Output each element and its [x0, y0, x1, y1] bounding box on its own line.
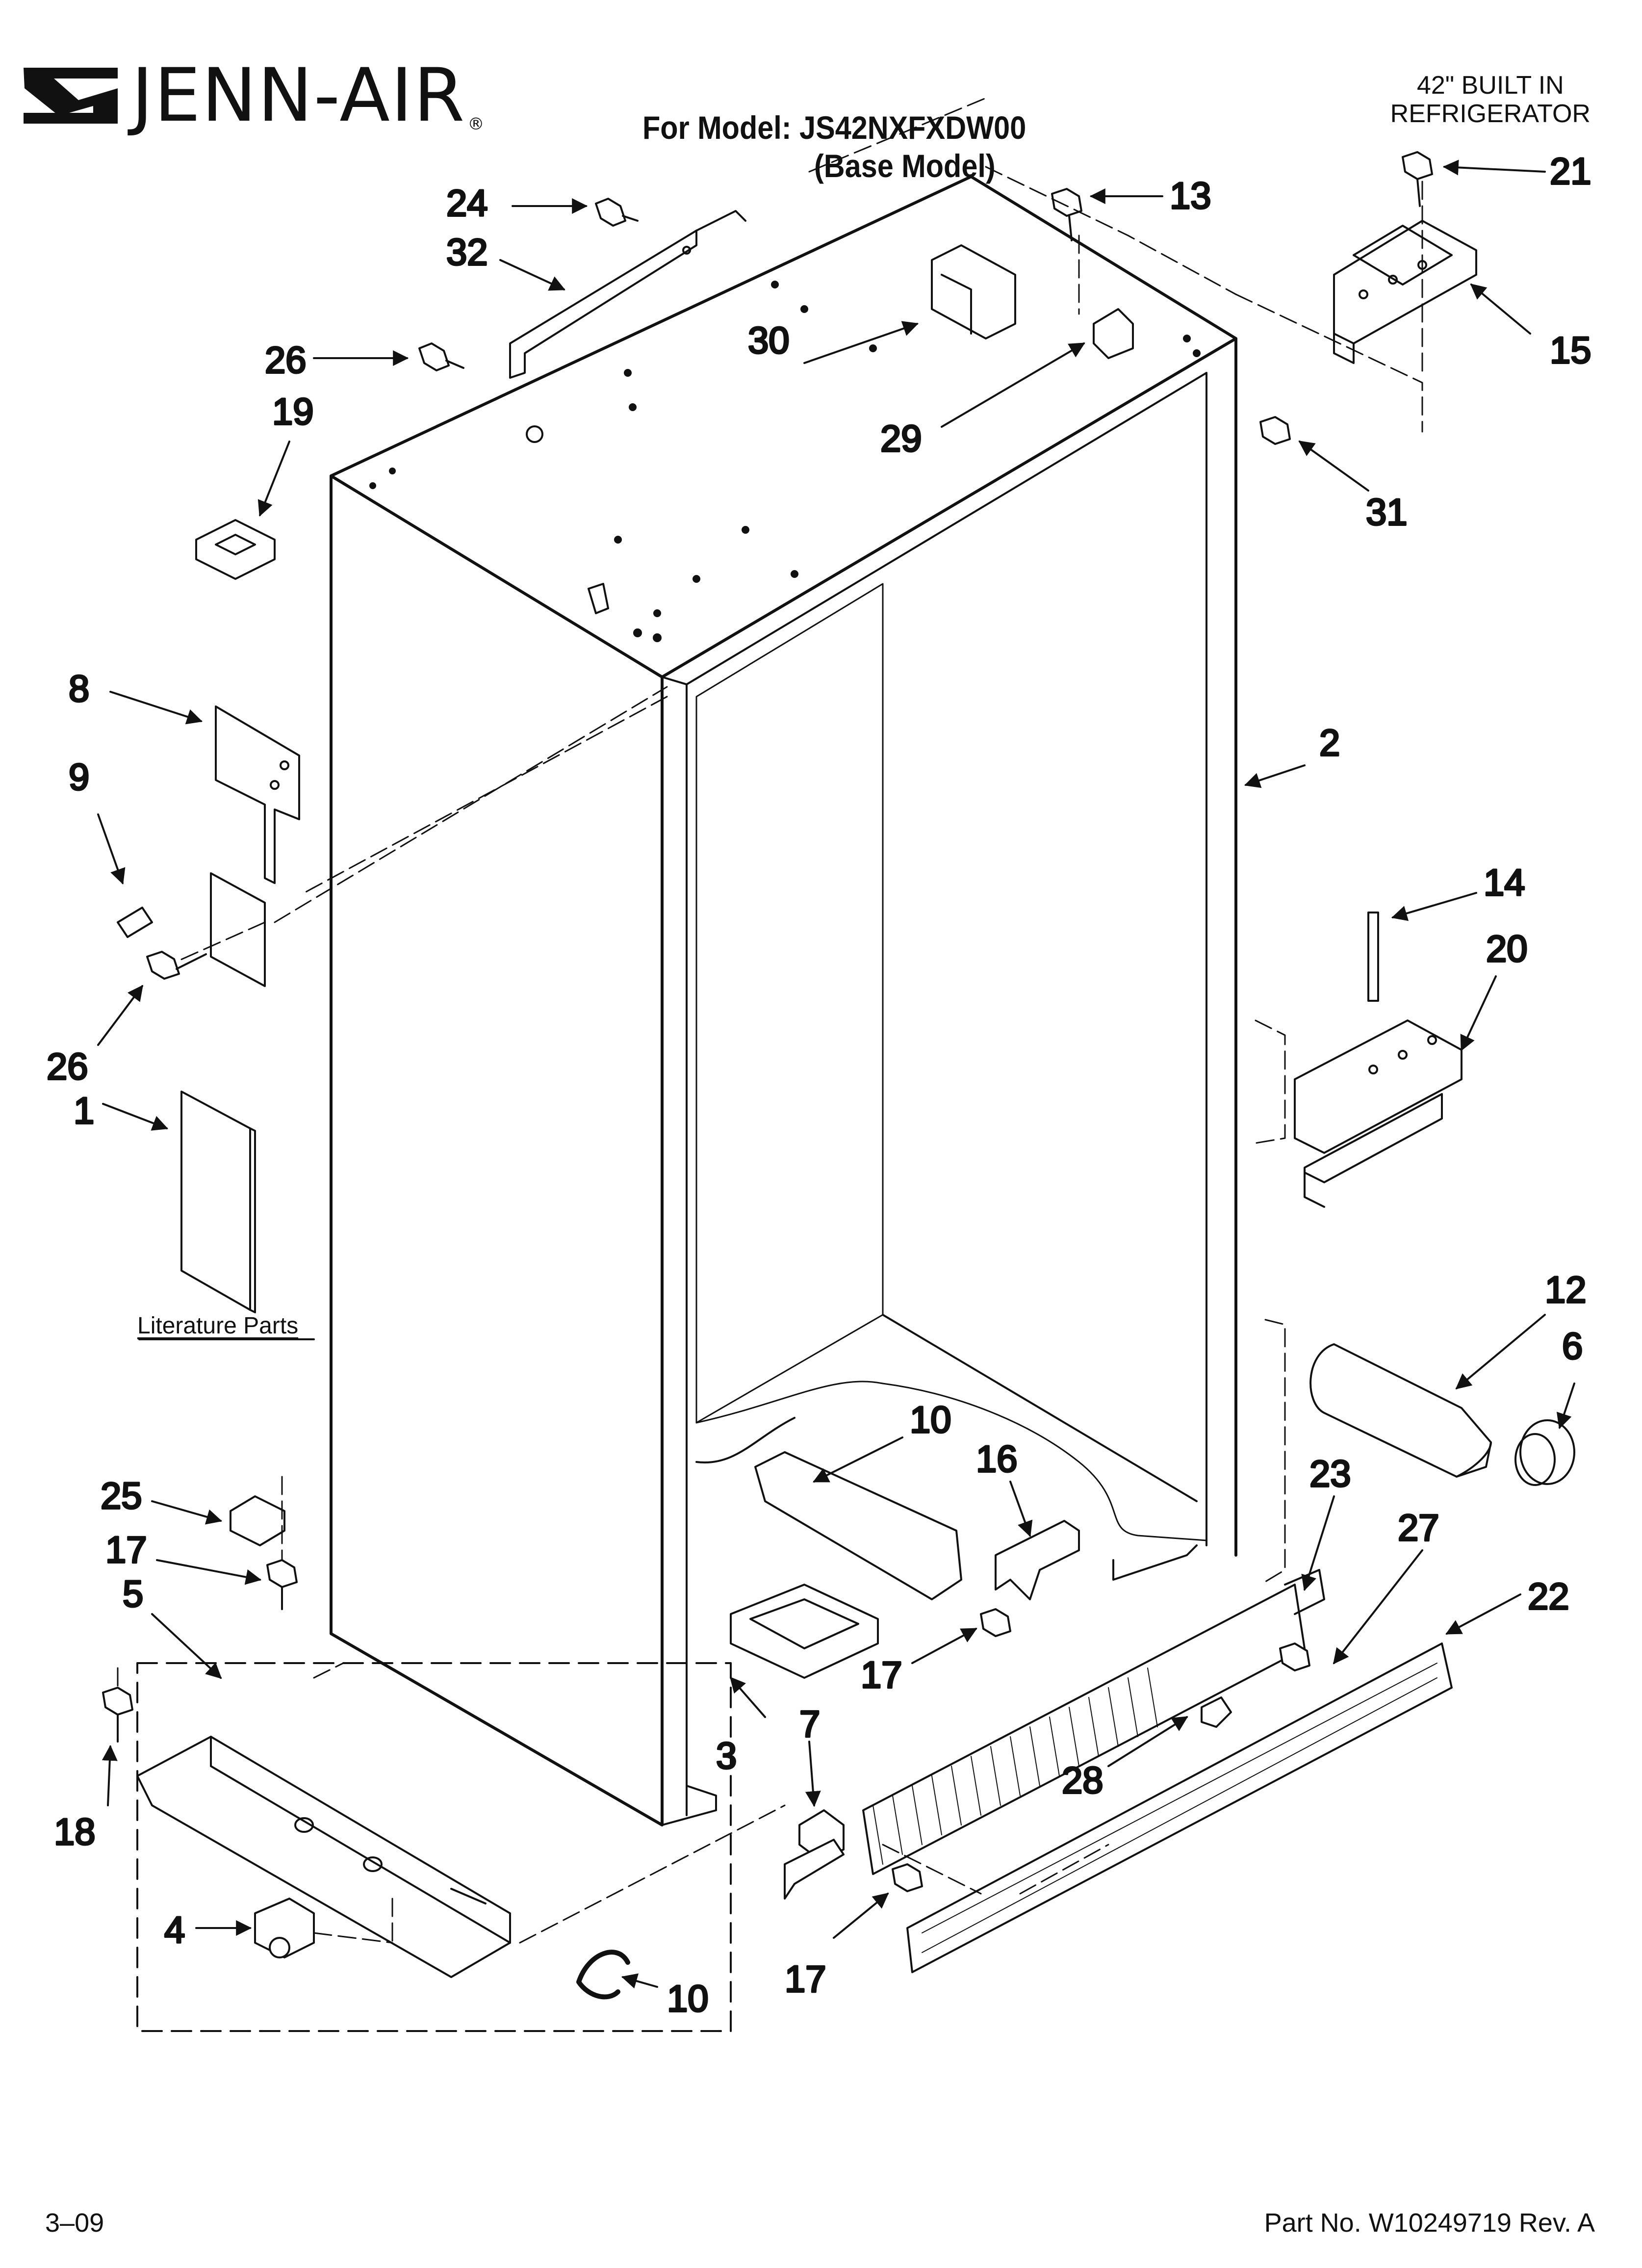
callout-1: 1 [74, 1090, 94, 1132]
callout-10-lower: 10 [667, 1978, 709, 2020]
hinge-bottom-20 [1294, 1019, 1462, 1208]
screw-17-left [266, 1559, 298, 1610]
screw-21 [1402, 151, 1433, 207]
callout-14: 14 [1484, 862, 1525, 904]
callout-18: 18 [54, 1811, 96, 1853]
callout-23: 23 [1309, 1453, 1351, 1495]
callout-26-top: 26 [265, 339, 307, 381]
bracket-25 [230, 1495, 285, 1546]
screw-24 [595, 198, 639, 227]
callout-27: 27 [1398, 1507, 1439, 1549]
callout-28: 28 [1062, 1760, 1103, 1801]
leader-arrows [97, 159, 1575, 1989]
base-frame-5 [136, 1736, 511, 1978]
callout-17-middle: 17 [861, 1654, 902, 1696]
product-line-1: 42" BUILT IN [1416, 71, 1564, 100]
callout-4: 4 [164, 1909, 185, 1951]
drain-tube-10 [754, 1451, 962, 1600]
screw-27 [1279, 1642, 1310, 1671]
callout-15: 15 [1550, 330, 1591, 371]
tube-10-lower [576, 1950, 630, 2000]
callout-16: 16 [976, 1438, 1018, 1480]
callout-9: 9 [69, 756, 89, 798]
screw-26-top [418, 342, 464, 371]
callout-24: 24 [446, 182, 488, 224]
filter-cap-6 [1514, 1419, 1575, 1486]
callout-29: 29 [880, 418, 922, 460]
screw-13 [1051, 188, 1082, 241]
callout-21: 21 [1550, 151, 1591, 192]
callout-31: 31 [1366, 492, 1408, 533]
screw-18 [102, 1687, 133, 1743]
jenn-air-swoosh-icon [24, 68, 118, 124]
screw-26-side [146, 951, 207, 980]
product-line-2: REFRIGERATOR [1390, 100, 1591, 128]
callout-32: 32 [446, 232, 488, 273]
callout-3: 3 [716, 1735, 737, 1777]
callout-5: 5 [123, 1573, 143, 1615]
brand-name: JENN-AIR® [131, 53, 486, 138]
pin-9 [117, 907, 153, 938]
water-filter-12 [1309, 1343, 1492, 1478]
callout-30: 30 [748, 320, 790, 362]
clip-7 [784, 1809, 845, 1900]
cabinet-wrapper [330, 175, 1237, 1826]
knob-28 [1201, 1696, 1232, 1728]
callout-17-front: 17 [785, 1958, 826, 2000]
callout-7: 7 [799, 1703, 820, 1745]
screw-17-front [892, 1863, 923, 1892]
footer-part-number: Part No. W10249719 Rev. A [1264, 2208, 1595, 2238]
literature-booklet [180, 1091, 256, 1313]
pin-14 [1367, 912, 1379, 1002]
callout-6: 6 [1562, 1326, 1583, 1367]
callout-10-upper: 10 [910, 1399, 951, 1441]
drain-pan-3 [730, 1584, 879, 1679]
bracket-8 [210, 705, 300, 987]
toe-kick-22 [906, 1642, 1453, 1973]
bracket-19 [195, 519, 276, 580]
clip-29 [1093, 308, 1134, 359]
callout-25: 25 [101, 1475, 142, 1517]
housing-30 [931, 244, 1016, 339]
product-description: 42" BUILT IN REFRIGERATOR [1390, 71, 1591, 128]
callout-22: 22 [1528, 1576, 1569, 1617]
callout-13: 13 [1170, 175, 1211, 217]
literature-parts-label: Literature Parts [137, 1313, 299, 1339]
assembly-lines [117, 97, 1423, 1944]
callout-20: 20 [1486, 928, 1528, 970]
hinge-top-15 [1333, 220, 1477, 364]
screw-31 [1259, 416, 1291, 445]
callout-26-side: 26 [47, 1046, 88, 1088]
top-rail-32 [509, 210, 746, 379]
screw-17-middle [980, 1608, 1011, 1637]
callout-8: 8 [69, 668, 89, 710]
callout-2: 2 [1319, 722, 1340, 764]
roller-4 [254, 1898, 315, 1958]
callout-19: 19 [272, 391, 314, 433]
brand-logo: JENN-AIR® [20, 59, 485, 132]
footer-date: 3–09 [45, 2208, 104, 2238]
callout-12: 12 [1545, 1269, 1587, 1311]
bracket-16 [995, 1520, 1080, 1600]
callout-17-left: 17 [105, 1529, 147, 1571]
base-kit-outline [136, 1662, 732, 2032]
model-title: For Model: JS42NXFXDW00 [642, 109, 1026, 146]
